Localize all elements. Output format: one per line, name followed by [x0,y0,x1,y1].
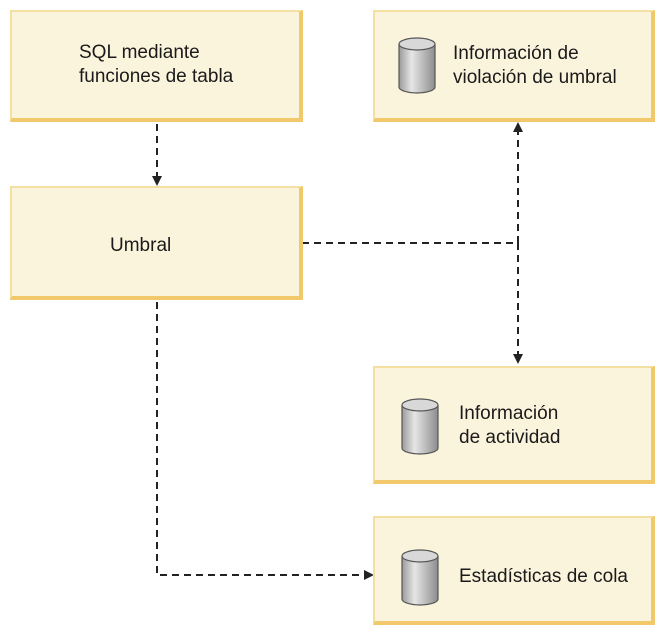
edge-umbral-to-queue [156,302,374,580]
sql-source-label: SQL mediante funciones de tabla [79,42,234,87]
threshold-label: Umbral [110,235,172,256]
activity-info-box: Información de actividad [373,366,655,484]
queue-stats-label: Estadísticas de cola [459,566,628,587]
threshold-violation-box: Información de violación de umbral [373,10,655,122]
queue-stats-box: Estadísticas de cola [373,516,655,625]
database-icon [401,398,439,455]
database-icon [401,549,439,606]
sql-source-box: SQL mediante funciones de tabla [10,10,303,122]
activity-info-label: Información de actividad [459,403,561,448]
threshold-box: Umbral [10,186,303,300]
threshold-violation-label: Información de violación de umbral [453,43,617,88]
database-icon [398,37,436,94]
